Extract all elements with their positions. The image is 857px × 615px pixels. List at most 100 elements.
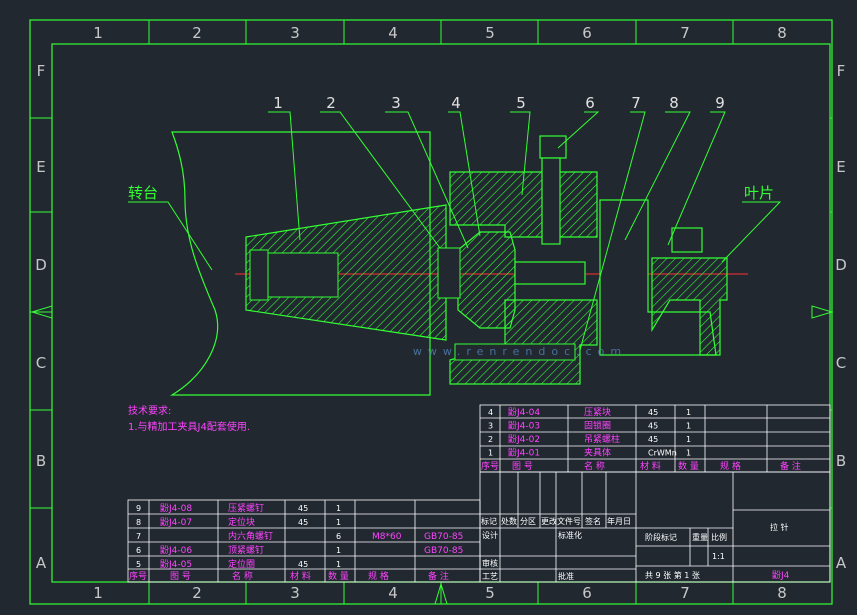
bom-left-name: 定位块 [228,516,255,528]
bom-right-no: 2 [488,435,493,444]
grid-col-bottom: 8 [777,584,787,602]
grid-col-bottom: 7 [680,584,690,602]
scale-label: 比例 [711,532,727,542]
bom-left-header: 数 量 [328,570,349,582]
part-name: 拉 针 [770,522,789,532]
bom-left-header: 序号 [129,570,147,582]
bom-left-header: 材 料 [290,570,311,582]
callout-1: 1 [273,94,283,112]
callout-9: 9 [715,94,725,112]
bom-left-name: 定位圈 [228,558,255,570]
callout-3: 3 [391,94,401,112]
process-label: 工艺 [482,572,498,581]
turntable-label: 转台 [128,184,158,202]
grid-col-top: 8 [777,24,787,42]
grid-row-left: A [36,554,47,572]
bom-left-material: 45 [298,504,308,513]
taper-bore [267,252,339,298]
bolt-head [539,135,567,159]
grid-row-left: F [37,62,46,80]
design-label: 设计 [482,530,498,540]
grid-col-top: 2 [192,24,202,42]
approve-label: 批准 [558,571,574,581]
bolt-shank [541,157,561,245]
grid-col-bottom: 5 [485,584,495,602]
bom-left-name: 压紧螺钉 [228,503,264,514]
bom-left-no: 7 [136,532,141,541]
bom-right-name: 吊紧螺柱 [584,433,620,445]
bom-left-spec: M8*60 [372,532,402,542]
bom-left-name: 顶紧螺钉 [228,545,264,556]
grid-row-right: F [837,62,846,80]
bom-left-code: 鼢J4-05 [160,559,192,570]
review-label: 审核 [482,558,498,568]
bom-left-no: 8 [136,518,141,527]
stud [514,261,586,285]
bom-left-remark: GB70-85 [424,532,463,542]
taper-bore-end [249,249,269,301]
grid-col-top: 3 [290,24,300,42]
callout-7: 7 [631,94,641,112]
scale-value: 1:1 [712,552,725,561]
bom-left-header: 图 号 [170,571,191,582]
bom-right-name: 固锁圈 [584,420,611,432]
bom-left-no: 5 [136,560,141,569]
bom-right-qty: 1 [686,408,691,417]
grid-row-left: B [36,452,46,470]
grid-col-top: 1 [93,24,103,42]
bom-left-code: 鼢J4-07 [160,517,192,528]
rev-header: 年月日 [607,516,631,526]
bom-left-grid [127,499,481,583]
grid-col-bottom: 6 [582,584,592,602]
bom-right-code: 鼢J4-03 [508,421,540,432]
callout-6: 6 [585,94,595,112]
bom-right-header: 材 料 [640,460,661,472]
bom-left-name: 内六角螺钉 [228,530,273,542]
bom-right-material: 45 [648,422,658,431]
grid-row-left: D [35,256,47,274]
callout-2: 2 [326,94,336,112]
grid-row-left: E [36,158,45,176]
grid-row-right: B [836,452,846,470]
callout-5: 5 [516,94,526,112]
bom-left-remark: GB70-85 [424,546,463,556]
nut-core [437,247,461,299]
callout-8: 8 [669,94,679,112]
grid-row-right: D [835,256,847,274]
bom-right-material: 45 [648,408,658,417]
grid-row-left: C [36,354,46,372]
rev-header: 标记 [481,516,497,526]
bom-left-qty: 1 [336,546,341,555]
rev-header: 处数 [501,516,517,526]
bom-right-qty: 1 [686,435,691,444]
grid-col-top: 6 [582,24,592,42]
callout-4: 4 [451,94,461,112]
sheets-label: 共 9 张 第 1 张 [645,570,700,580]
grid-col-bottom: 3 [290,584,300,602]
bom-left-qty: 1 [336,518,341,527]
bom-right-header: 备 注 [780,460,801,472]
bom-left-qty: 1 [336,504,341,513]
bom-right-header: 规 格 [720,460,741,472]
bom-right-material: CrWMn [648,449,677,458]
grid-col-bottom: 4 [388,584,398,602]
bom-right-no: 3 [488,422,493,431]
bom-right-qty: 1 [686,449,691,458]
standard-label: 标准化 [558,530,582,540]
grid-col-bottom: 2 [192,584,202,602]
bom-right-no: 1 [488,449,493,458]
rev-header: 分区 [520,517,536,526]
bom-left-qty: 6 [336,532,341,541]
bom-right-material: 45 [648,435,658,444]
bom-left-material: 45 [298,560,308,569]
grid-col-top: 4 [388,24,398,42]
tech-title: 技术要求: [128,404,171,417]
grid-col-top: 7 [680,24,690,42]
bom-right-qty: 1 [686,422,691,431]
bom-left-no: 6 [136,546,141,555]
bom-left-code: 鼢J4-08 [160,503,192,514]
title-block-grid [479,471,831,583]
bom-right-header: 图 号 [512,461,533,472]
bom-left-no: 9 [136,504,141,513]
bom-right-code: 鼢J4-04 [508,407,540,418]
